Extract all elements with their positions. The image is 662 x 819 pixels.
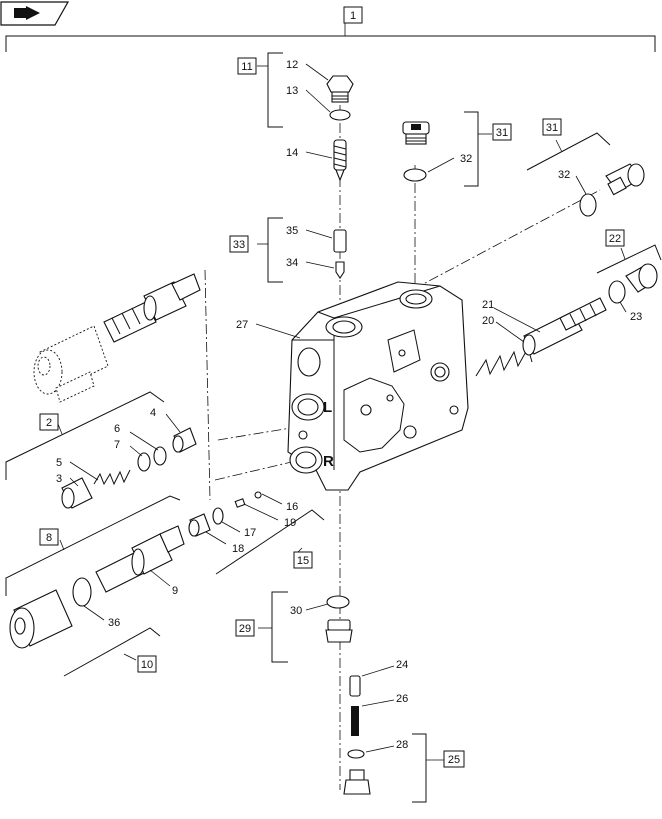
o-ring-30 [326,595,350,609]
pin-24 [349,675,361,697]
port-letter-l: L [323,399,332,416]
spool-21 [522,297,607,356]
callout-28: 28 [396,739,408,751]
relief-cartridge-top [103,273,201,343]
book-arrow-icon[interactable] [0,1,70,26]
spring-20 [475,346,533,377]
callout-32-top: 32 [460,153,472,165]
callout-7: 7 [114,439,120,451]
ref-box-15: 15 [297,555,309,567]
callout-35: 35 [286,225,298,237]
port-letter-r: R [323,453,334,470]
callout-24: 24 [396,659,408,671]
o-ring-23 [608,280,626,304]
callout-19: 19 [284,517,296,529]
ref-box-22: 22 [609,233,621,245]
plug-23 [625,263,658,293]
valve-body-27: L R [287,281,469,491]
ref-box-11: 11 [241,61,252,73]
o-ring-28 [347,749,365,759]
cap-4 [172,427,197,453]
ref-box-10: 10 [141,659,153,671]
spring-5 [93,469,131,486]
callout-5: 5 [56,457,62,469]
ghost-relief-valve [33,325,109,403]
ref-box-2: 2 [46,417,52,429]
o-ring-13 [329,109,351,121]
callout-9: 9 [172,585,178,597]
o-ring-32-right [579,193,597,217]
callout-23: 23 [630,311,642,323]
o-ring-17 [212,507,224,525]
callout-4: 4 [150,407,156,419]
o-ring-36 [72,577,92,607]
plug-18 [188,513,211,537]
pin-19 [234,498,246,508]
plug-32-top [402,121,430,145]
plug-29 [325,619,353,643]
plug-3 [61,477,93,509]
callout-26: 26 [396,693,408,705]
ref-box-29: 29 [239,623,251,635]
callout-13: 13 [286,85,298,97]
callout-27: 27 [236,319,248,331]
callout-14: 14 [286,147,298,159]
plug-12 [326,75,354,103]
ref-box-33: 33 [233,239,245,251]
callout-17: 17 [244,527,256,539]
callout-3: 3 [56,473,62,485]
callout-34: 34 [286,257,298,269]
housing-8 [9,589,73,649]
ref-box-31-vertical: 31 [496,127,508,139]
spring-26 [351,706,359,736]
callout-12: 12 [286,59,298,71]
ref-box-31-diagonal: 31 [546,122,558,134]
callout-36: 36 [108,617,120,629]
ref-box-25: 25 [448,754,460,766]
valve-14 [333,139,347,182]
ball-16 [254,491,262,499]
assembly-ref: 1 [350,10,356,22]
pin-35 [333,229,347,253]
part-34 [335,261,345,279]
callout-30: 30 [290,605,302,617]
o-ring-32-top [403,168,427,182]
assembly-bracket: 1 [5,6,656,52]
callout-18: 18 [232,543,244,555]
callout-21: 21 [482,299,494,311]
plug-25 [343,769,371,795]
plug-32-right [605,163,645,196]
callout-20: 20 [482,315,494,327]
callout-6: 6 [114,423,120,435]
callout-32-right: 32 [558,169,570,181]
callout-16: 16 [286,501,298,513]
spool-9 [95,525,185,593]
ref-box-8: 8 [46,532,52,544]
o-ring-6 [153,446,167,466]
o-ring-7 [137,452,151,472]
